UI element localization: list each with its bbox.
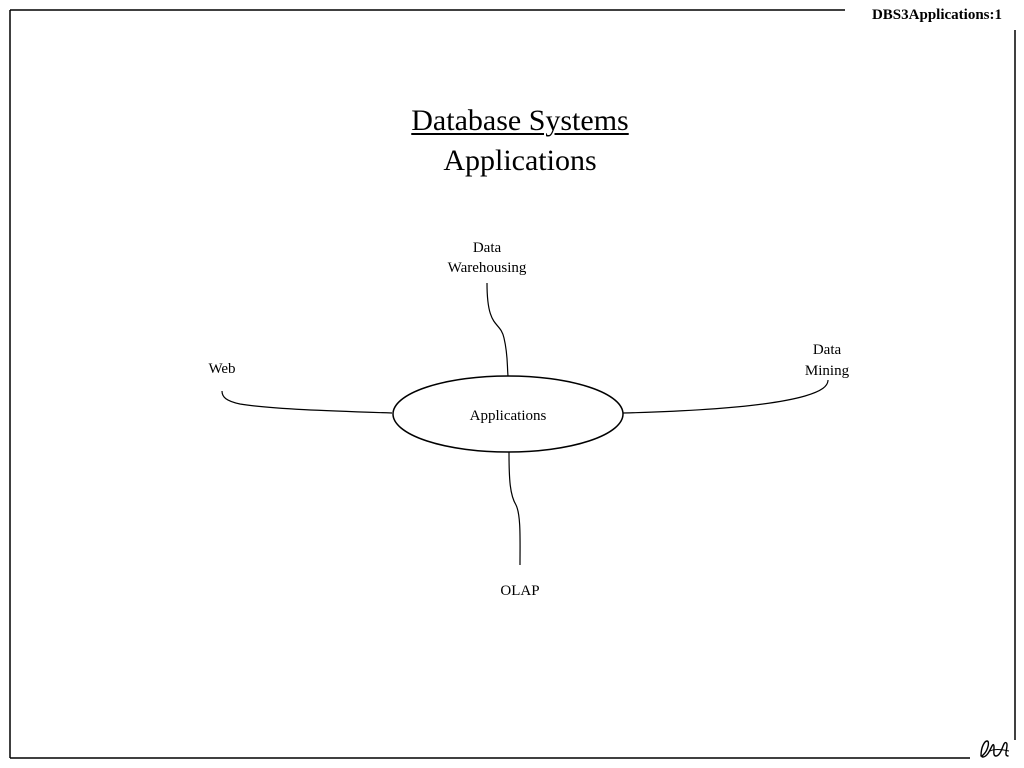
connector-olap bbox=[508, 451, 521, 566]
node-web: Web bbox=[208, 361, 235, 377]
node-data-mining-line2: Mining bbox=[805, 363, 850, 379]
node-data-warehousing-line2: Warehousing bbox=[448, 260, 527, 276]
center-label: Applications bbox=[470, 408, 547, 424]
slide-title: Database Systems Applications bbox=[0, 101, 1024, 181]
node-data-mining-line1: Data bbox=[813, 342, 842, 358]
connector-data-warehousing bbox=[486, 282, 509, 377]
node-data-warehousing-line1: Data bbox=[473, 240, 502, 256]
title-main: Database Systems bbox=[411, 104, 629, 137]
slide-reference: DBS3Applications:1 bbox=[871, 7, 1002, 23]
center-ellipse bbox=[392, 375, 624, 453]
connector-web bbox=[221, 390, 393, 414]
node-olap: OLAP bbox=[500, 583, 539, 599]
publisher-logo-icon bbox=[980, 740, 1010, 758]
connector-data-mining bbox=[622, 379, 829, 414]
title-subtitle: Applications bbox=[443, 144, 597, 177]
